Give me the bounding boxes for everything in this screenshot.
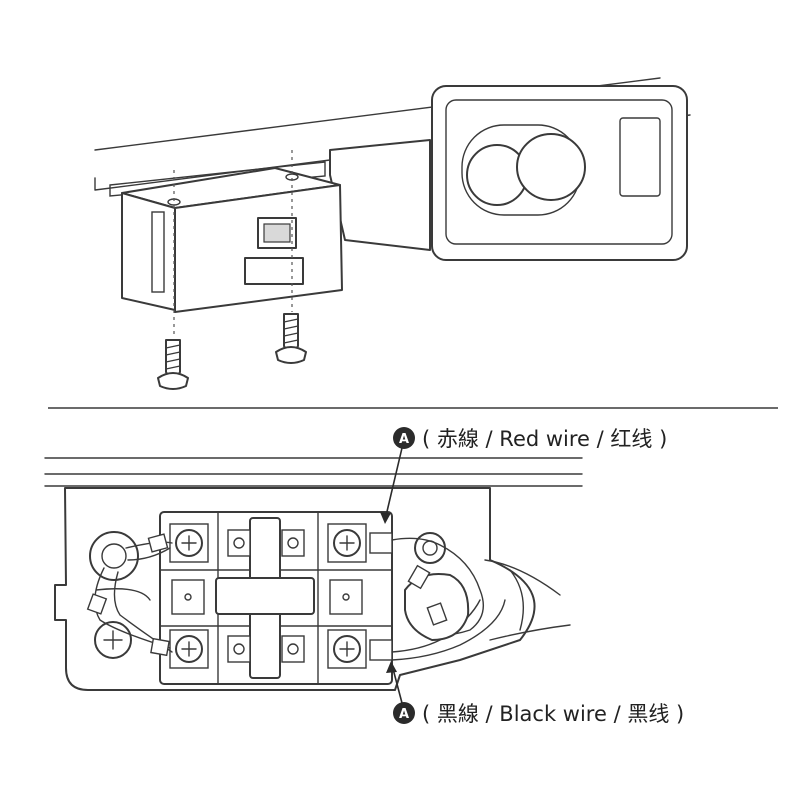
screw-icon bbox=[275, 313, 307, 364]
wire-lug bbox=[407, 564, 431, 590]
terminal-screw-icon bbox=[327, 629, 367, 669]
red-wire-lug bbox=[369, 532, 393, 554]
terminal-screw-icon bbox=[169, 523, 209, 563]
rocker-button-right bbox=[516, 133, 586, 201]
callout-marker-badge bbox=[393, 702, 415, 724]
red-wire-label: ( 赤線 / Red wire / 红线 ) bbox=[422, 427, 667, 451]
black-wire-arrowhead bbox=[386, 661, 397, 673]
bottom-wiring-illustration bbox=[44, 447, 583, 704]
red-wire-callout: A ( 赤線 / Red wire / 红线 ) bbox=[393, 427, 667, 451]
wire-lug bbox=[150, 637, 170, 657]
callout-marker-badge bbox=[393, 427, 415, 449]
wire-lug bbox=[147, 533, 169, 553]
switch-box-front bbox=[121, 192, 176, 311]
switch-box-slot bbox=[151, 211, 165, 293]
rail-top bbox=[44, 457, 583, 487]
mounting-bracket bbox=[329, 139, 431, 251]
terminal-screw-icon bbox=[327, 523, 367, 563]
switch-box-tab bbox=[244, 257, 304, 285]
terminal-screw-icon bbox=[169, 629, 209, 669]
black-wire-label: ( 黑線 / Black wire / 黑线 ) bbox=[422, 702, 684, 726]
wire-lug bbox=[86, 593, 108, 615]
switch-box-socket-inner bbox=[263, 223, 291, 243]
machine-edge-lip bbox=[109, 161, 326, 197]
outgoing-cable bbox=[484, 559, 571, 641]
terminal-square bbox=[171, 529, 363, 663]
screw-icon bbox=[157, 339, 189, 390]
callout-marker-letter: A bbox=[399, 432, 409, 447]
left-grommet-upper-inner bbox=[101, 543, 127, 569]
red-wire-leader bbox=[384, 447, 403, 521]
center-crossbar bbox=[215, 577, 315, 615]
black-wire-lug bbox=[369, 639, 393, 661]
black-wire-callout: A ( 黑線 / Black wire / 黑线 ) bbox=[393, 702, 684, 726]
wire-lug bbox=[426, 602, 448, 626]
indicator-window bbox=[619, 117, 661, 197]
callout-marker-letter: A bbox=[399, 707, 409, 722]
red-wire-arrowhead bbox=[380, 512, 391, 524]
top-mounting-illustration bbox=[94, 77, 691, 390]
